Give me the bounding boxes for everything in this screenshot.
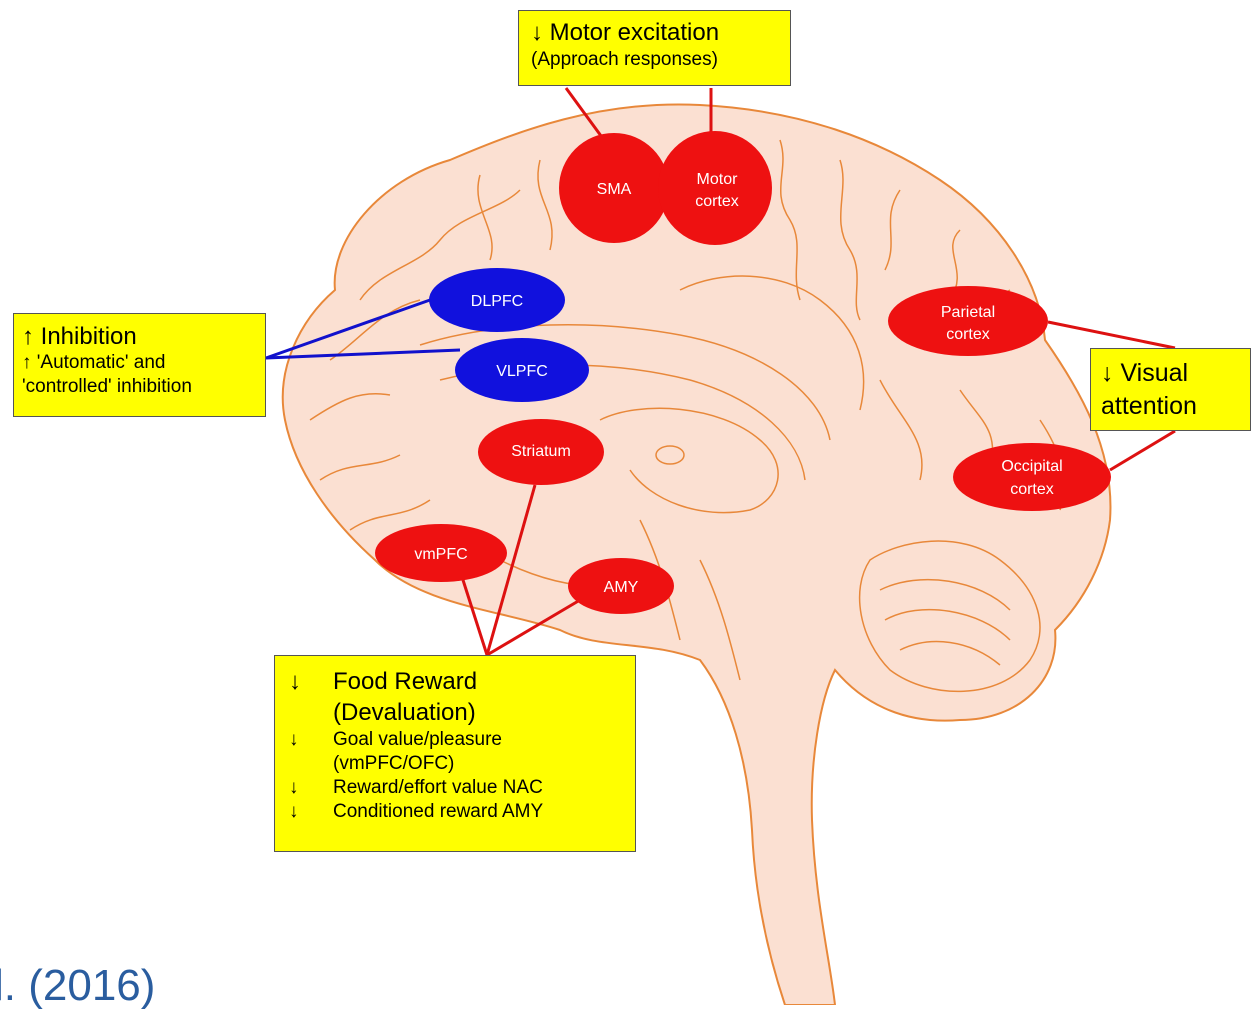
connector-vis-parietal: [1048, 322, 1175, 348]
food-box-title-arrow: ↓: [289, 666, 333, 697]
svg-text:SMA: SMA: [597, 181, 632, 198]
svg-text:Occipital: Occipital: [1001, 458, 1062, 475]
food-box-item: ↓ Reward/effort value NAC: [289, 776, 625, 800]
food-box-item: ↓ Conditioned reward AMY: [289, 800, 625, 824]
region-dlpfc: DLPFC: [429, 268, 565, 332]
inhibition-box-title: ↑ Inhibition: [22, 323, 255, 351]
food-box-item-arrow: ↓: [289, 800, 333, 824]
food-box-title-row: ↓ Food Reward: [289, 666, 625, 697]
region-occipital-cortex: Occipital cortex: [953, 443, 1111, 511]
region-sma: SMA: [559, 133, 669, 243]
region-vmpfc: vmPFC: [375, 524, 507, 582]
region-parietal-cortex: Parietal cortex: [888, 286, 1048, 356]
inhibition-box-line2: 'controlled' inhibition: [22, 375, 255, 399]
inhibition-box: ↑ Inhibition ↑ 'Automatic' and 'controll…: [13, 313, 266, 417]
citation-text: l. (2016): [0, 960, 155, 1012]
food-box-item-text: Conditioned reward AMY: [333, 800, 543, 824]
food-reward-box: ↓ Food Reward (Devaluation) ↓ Goal value…: [274, 655, 636, 852]
food-box-subtitle-row: (Devaluation): [289, 697, 625, 728]
connector-vis-occipital: [1110, 431, 1175, 470]
food-box-item-arrow: ↓: [289, 728, 333, 752]
food-box-item-text: (vmPFC/OFC): [333, 752, 454, 776]
region-striatum: Striatum: [478, 419, 604, 485]
food-box-title: Food Reward: [333, 666, 477, 697]
region-motor-cortex: Motor cortex: [658, 131, 772, 245]
svg-text:cortex: cortex: [695, 193, 739, 210]
inhibition-box-line1: ↑ 'Automatic' and: [22, 351, 255, 375]
food-box-item-text: Goal value/pleasure: [333, 728, 502, 752]
svg-text:vmPFC: vmPFC: [414, 546, 467, 563]
motor-box-title: ↓ Motor excitation: [531, 19, 780, 47]
svg-text:DLPFC: DLPFC: [471, 293, 523, 310]
food-box-item-text: Reward/effort value NAC: [333, 776, 543, 800]
visual-box-line2: attention: [1101, 390, 1244, 423]
svg-text:Motor: Motor: [697, 171, 739, 188]
food-box-item: (vmPFC/OFC): [289, 752, 625, 776]
svg-text:Parietal: Parietal: [941, 304, 995, 321]
food-box-subtitle: (Devaluation): [333, 697, 476, 728]
svg-text:cortex: cortex: [1010, 481, 1054, 498]
region-vlpfc: VLPFC: [455, 338, 589, 402]
svg-text:AMY: AMY: [604, 579, 639, 596]
svg-text:VLPFC: VLPFC: [496, 363, 548, 380]
region-amy: AMY: [568, 558, 674, 614]
food-box-item: ↓ Goal value/pleasure: [289, 728, 625, 752]
visual-attention-box: ↓ Visual attention: [1090, 348, 1251, 431]
food-box-item-arrow: ↓: [289, 776, 333, 800]
visual-box-line1: ↓ Visual: [1101, 357, 1244, 390]
svg-text:cortex: cortex: [946, 326, 990, 343]
svg-text:Striatum: Striatum: [511, 443, 571, 460]
motor-box-subtitle: (Approach responses): [531, 47, 780, 73]
motor-excitation-box: ↓ Motor excitation (Approach responses): [518, 10, 791, 86]
